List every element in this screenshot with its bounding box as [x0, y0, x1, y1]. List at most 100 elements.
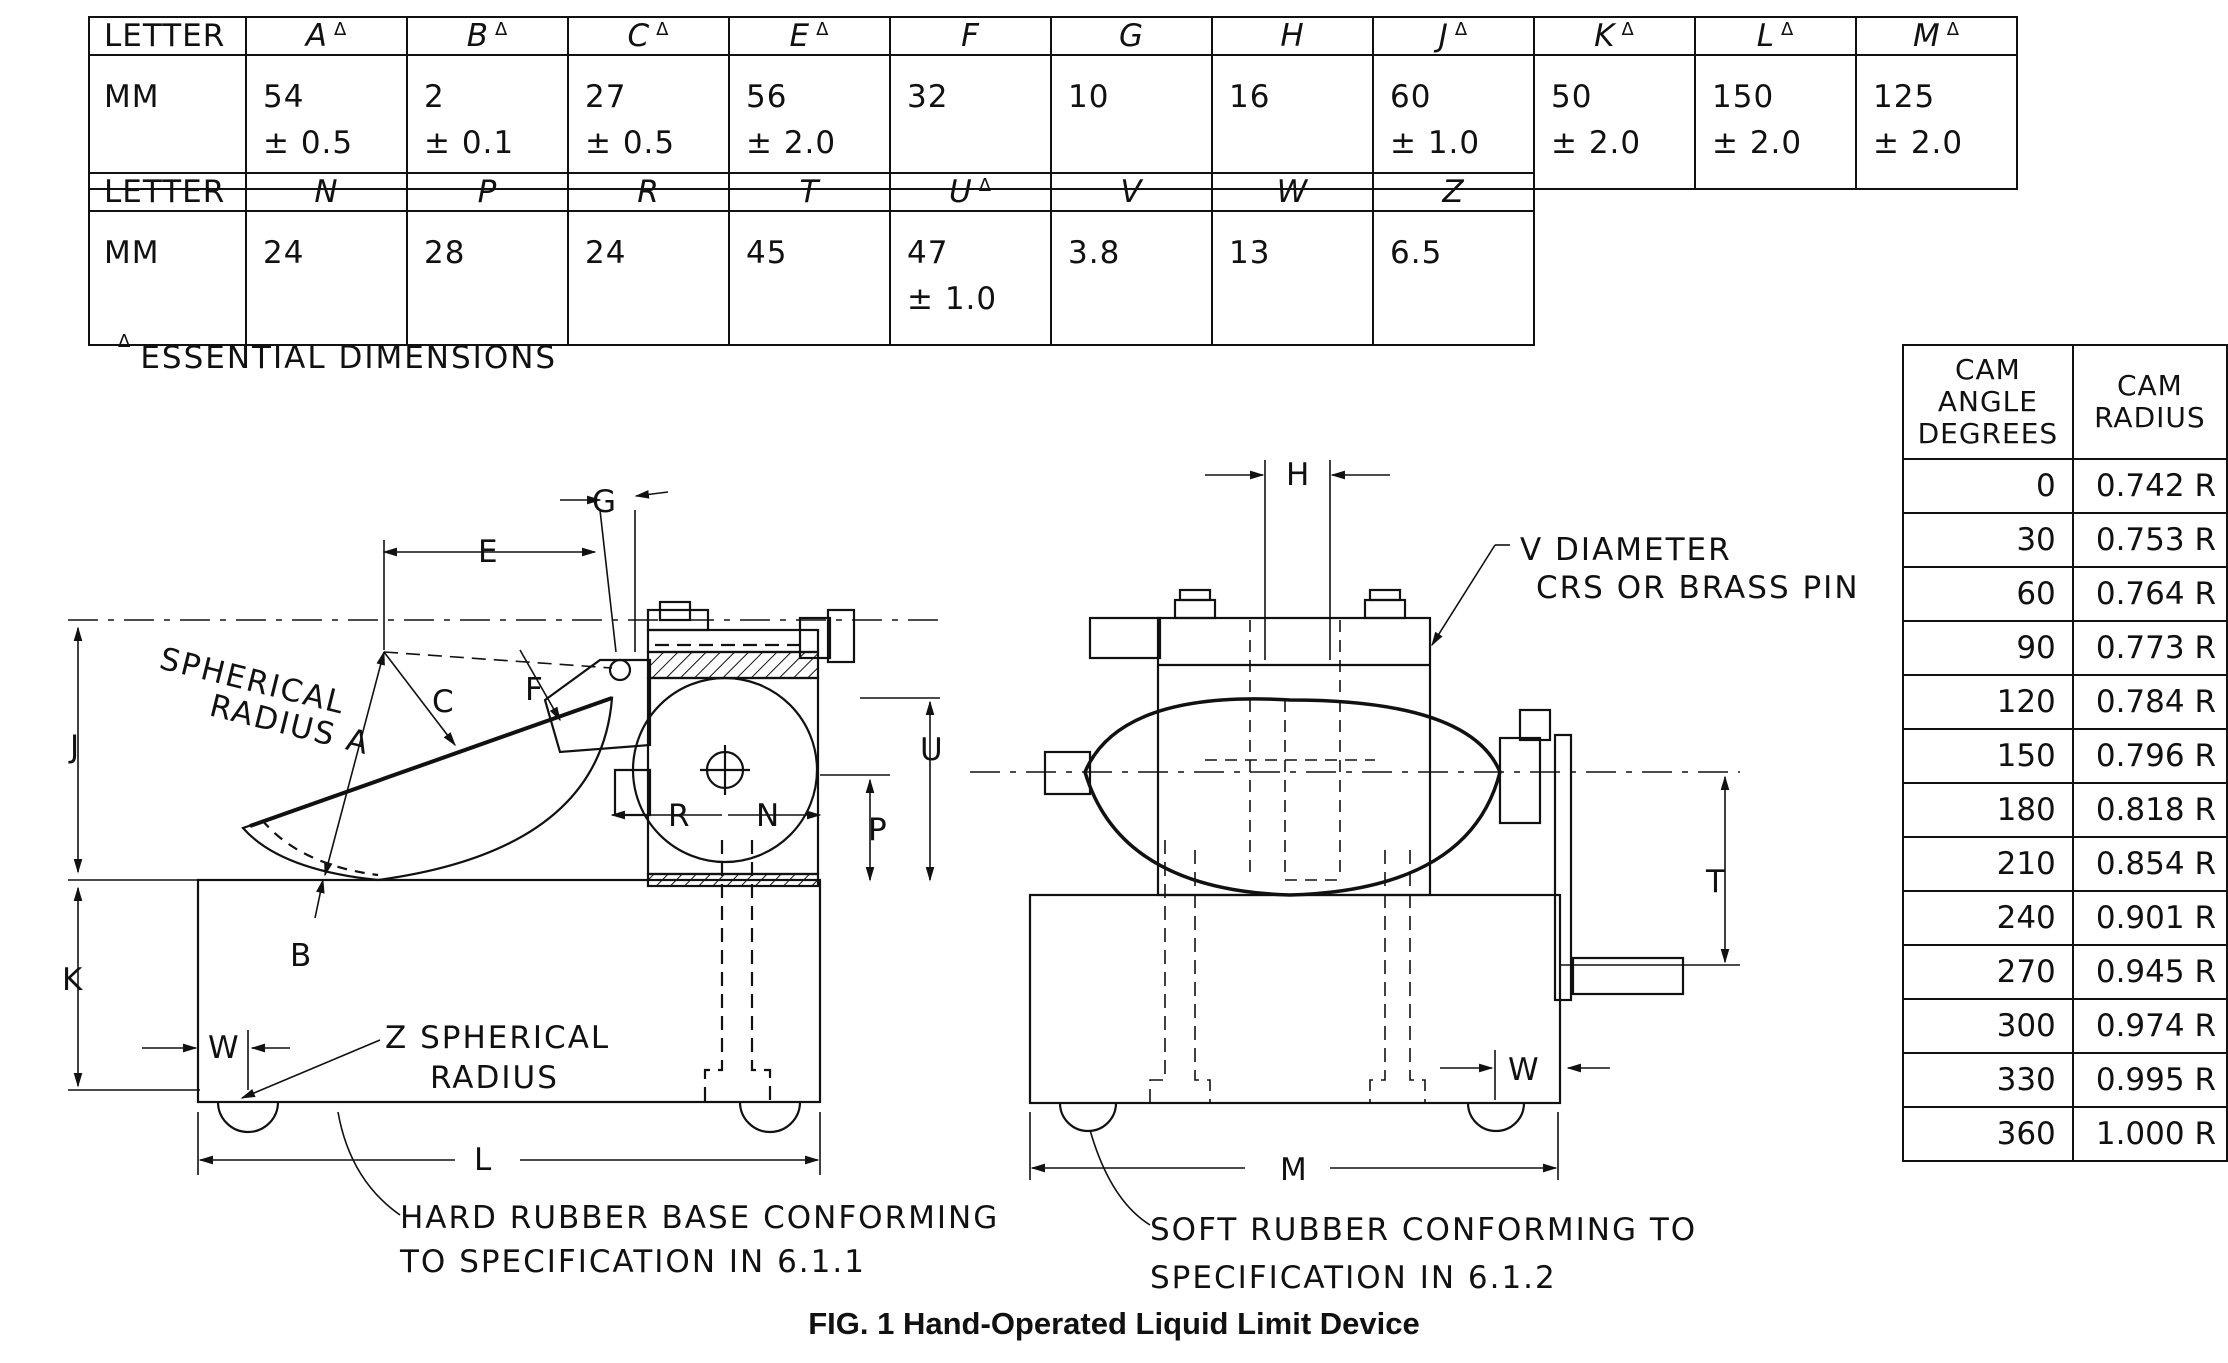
carriage-top [646, 628, 820, 654]
cam-radius: 0.974 R [2071, 998, 2228, 1054]
z-radius-label: Z SPHERICAL [385, 1020, 610, 1056]
dim-w-front-label: W [1508, 1052, 1541, 1088]
cam-angle: 240 [1902, 890, 2074, 946]
foot-right-front [1466, 1102, 1526, 1133]
letter-r: R [567, 172, 730, 212]
value-u: 47 ± 1.0 [889, 210, 1052, 346]
value-w: 13 [1211, 210, 1374, 346]
cam-radius-header: CAM RADIUS [2071, 344, 2228, 460]
front-cup [1083, 697, 1502, 897]
value-a: 54 ± 0.5 [245, 54, 408, 190]
value-h: 16 [1211, 54, 1374, 190]
cam-angle: 360 [1902, 1106, 2074, 1162]
letter-n: N [245, 172, 408, 212]
letter-header: LETTER [88, 16, 247, 56]
dim-l-label: L [474, 1142, 493, 1178]
letter-w: W [1211, 172, 1374, 212]
cam-angle: 270 [1902, 944, 2074, 1000]
figure-caption: FIG. 1 Hand-Operated Liquid Limit Device [808, 1306, 1420, 1341]
cam-angle: 150 [1902, 728, 2074, 784]
soft-rubber-label: SOFT RUBBER CONFORMING TO [1150, 1212, 1697, 1248]
cam-radius: 0.995 R [2071, 1052, 2228, 1108]
brass-cup [241, 696, 614, 882]
cam-radius: 0.784 R [2071, 674, 2228, 730]
cam-radius: 0.945 R [2071, 944, 2228, 1000]
side-view [68, 490, 940, 1216]
note-text: ESSENTIAL DIMENSIONS [140, 340, 558, 376]
letter-p: P [406, 172, 569, 212]
value-t: 45 [728, 210, 891, 346]
cam-angle: 210 [1902, 836, 2074, 892]
carriage-hatched [646, 650, 820, 680]
letter-g: G [1050, 16, 1213, 56]
value-g: 10 [1050, 54, 1213, 190]
cam-angle: 90 [1902, 620, 2074, 676]
delta-marker: Δ [118, 330, 133, 352]
value-n: 24 [245, 210, 408, 346]
cam-angle: 330 [1902, 1052, 2074, 1108]
hard-rubber-base [196, 878, 822, 1104]
hard-rubber-label-2: TO SPECIFICATION IN 6.1.1 [399, 1244, 866, 1280]
dim-p-label: P [868, 812, 889, 848]
letter-v: V [1050, 172, 1213, 212]
soft-rubber-label-2: SPECIFICATION IN 6.1.2 [1150, 1260, 1557, 1296]
value-j: 60 ± 1.0 [1372, 54, 1535, 190]
table-value-row: MM 54 ± 0.5 2 ± 0.1 27 ± 0.5 56 ± 2.0 32… [88, 54, 2018, 190]
cam-angle: 300 [1902, 998, 2074, 1054]
dim-h-label: H [1286, 457, 1311, 493]
value-l: 150 ± 2.0 [1694, 54, 1857, 190]
value-z: 6.5 [1372, 210, 1535, 346]
dim-t-label: T [1705, 864, 1727, 900]
cam-radius: 0.818 R [2071, 782, 2228, 838]
mm-label: MM [88, 210, 247, 346]
table-value-row: MM 24 28 24 45 47 ± 1.0 3.8 13 6.5 [88, 210, 1535, 346]
value-v: 3.8 [1050, 210, 1213, 346]
cam-radius: 0.796 R [2071, 728, 2228, 784]
front-frame [1156, 616, 1432, 897]
cam-angle: 0 [1902, 458, 2074, 514]
dim-a-line [324, 650, 385, 877]
cam-angle: 180 [1902, 782, 2074, 838]
hard-rubber-label: HARD RUBBER BASE CONFORMING [400, 1200, 999, 1236]
value-c: 27 ± 0.5 [567, 54, 730, 190]
dim-n-label: N [756, 798, 781, 834]
essential-dimensions-note: Δ ESSENTIAL DIMENSIONS [112, 331, 558, 376]
value-e: 56 ± 2.0 [728, 54, 891, 190]
cam-radius: 0.753 R [2071, 512, 2228, 568]
cam-radius: 0.742 R [2071, 458, 2228, 514]
letter-header: LETTER [88, 172, 247, 212]
cam-radius: 0.854 R [2071, 836, 2228, 892]
value-r: 24 [567, 210, 730, 346]
cam-radius: 0.764 R [2071, 566, 2228, 622]
crank-handle [1571, 956, 1685, 996]
front-view [970, 460, 1740, 1226]
crank-shaft-hidden [703, 840, 772, 1102]
mm-label: MM [88, 54, 247, 190]
dim-k-label: K [62, 962, 84, 998]
cam-angle: 60 [1902, 566, 2074, 622]
frame-base-hatch [646, 872, 820, 888]
letter-z: Z [1372, 172, 1535, 212]
dim-c-label: C [432, 684, 456, 720]
crank-handle-arm [1553, 733, 1573, 1002]
